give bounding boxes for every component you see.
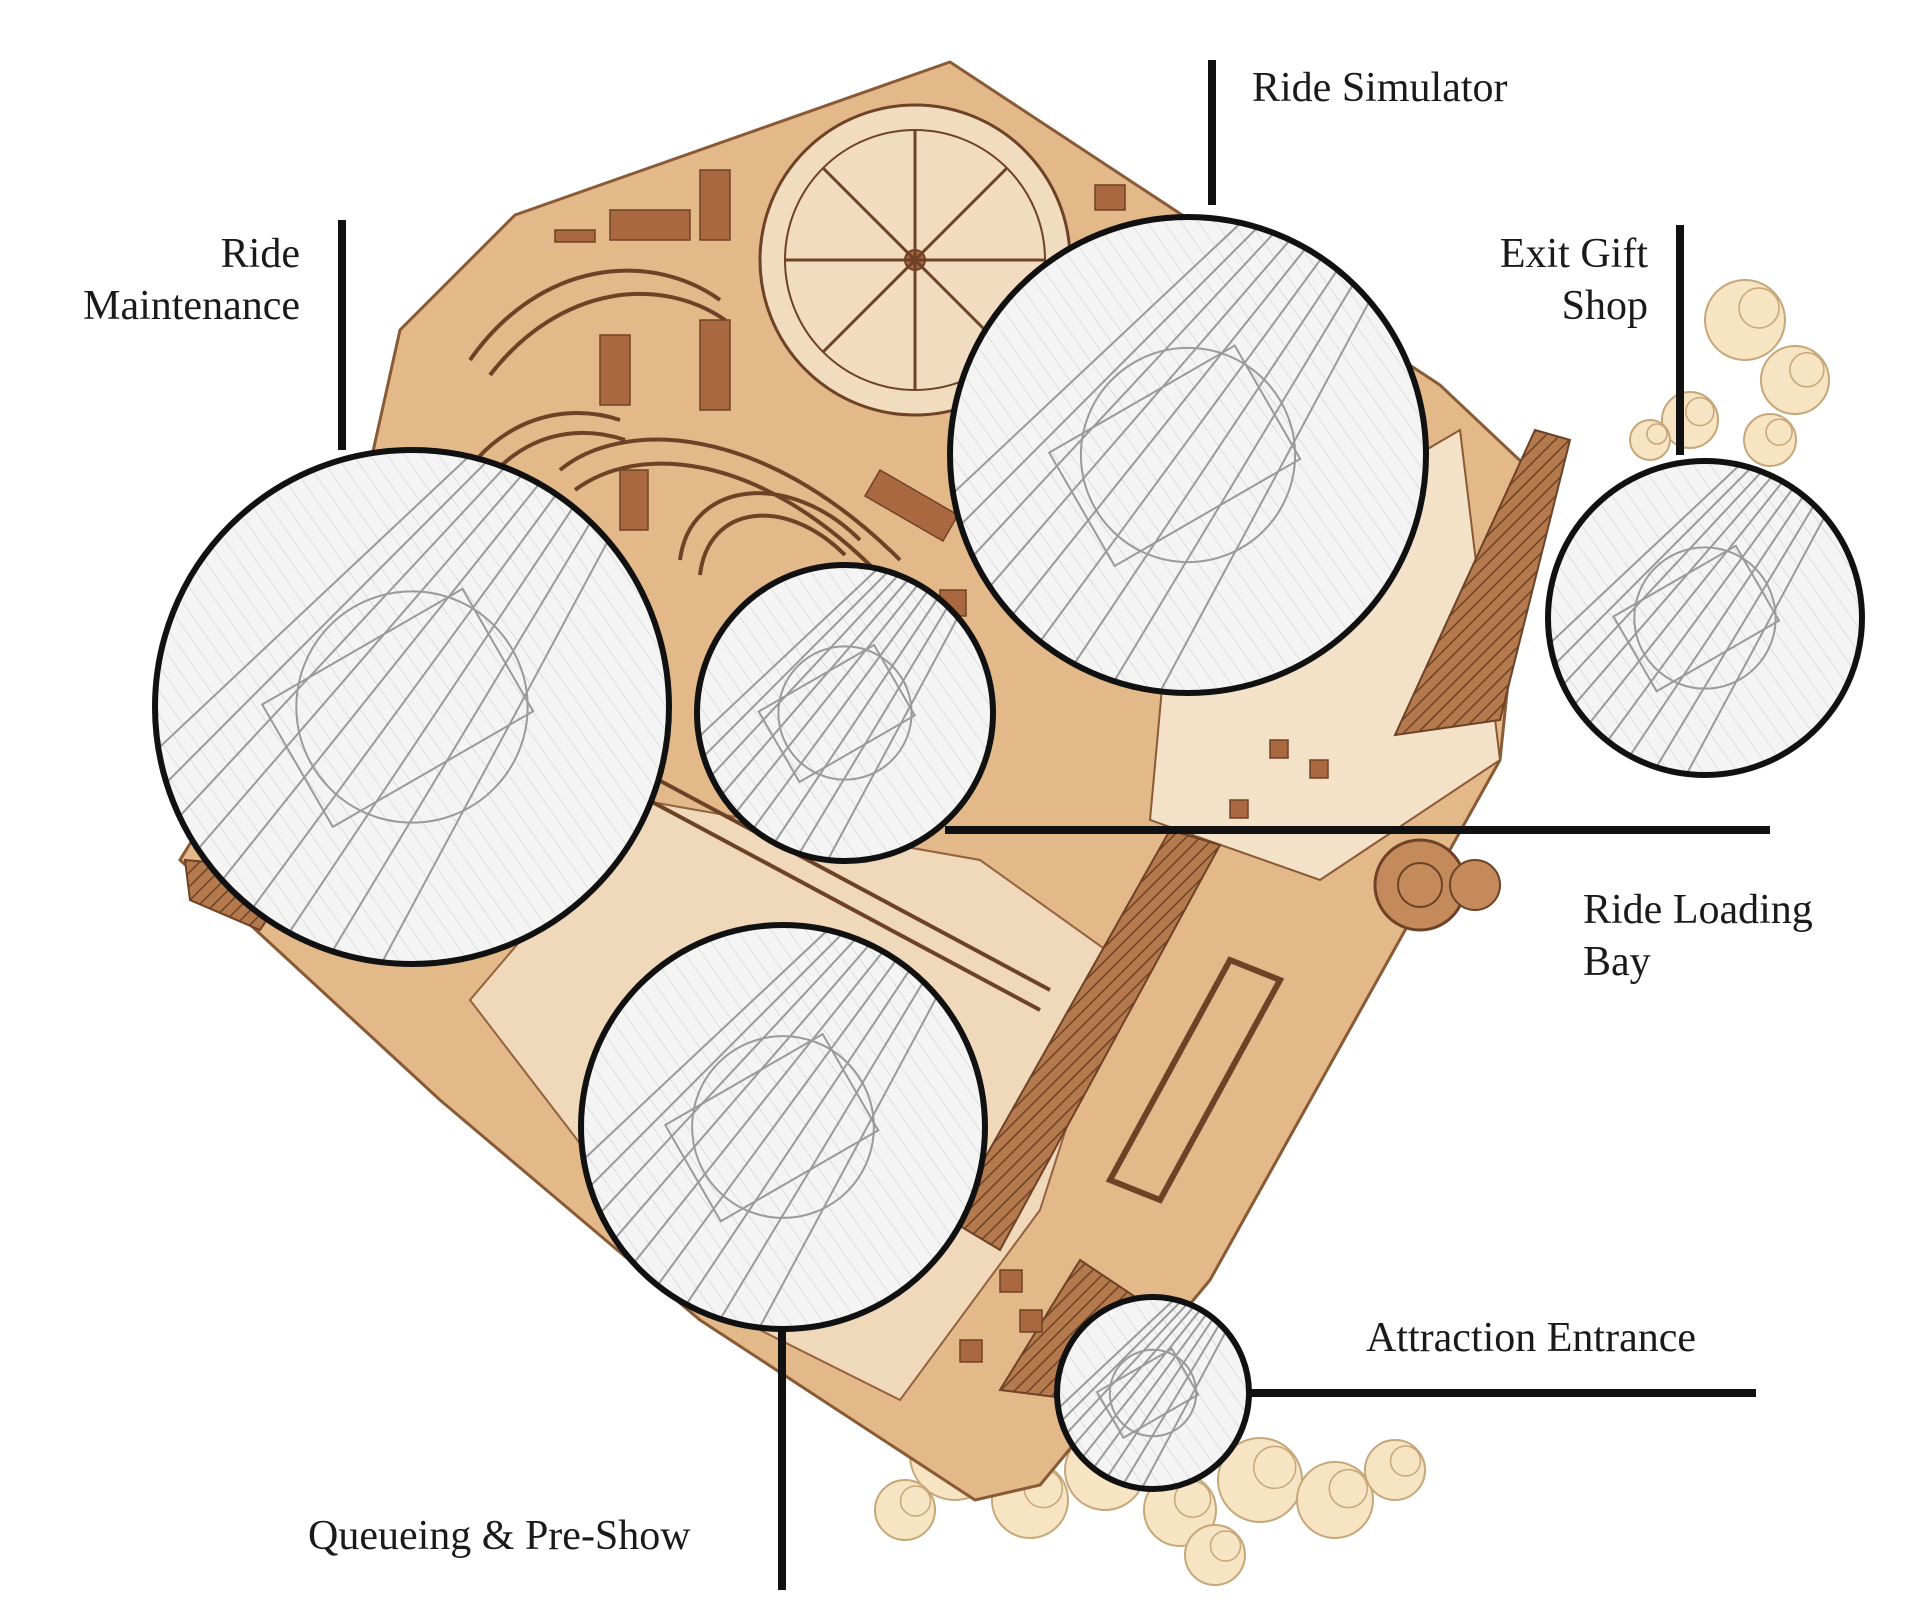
tree [1704,279,1786,361]
label-ride-simulator: Ride Simulator [1252,65,1508,111]
label-ride-loading-bay-line1: Ride Loading [1583,887,1813,933]
room-block [1269,739,1289,759]
room-block [1309,759,1329,779]
callout-lines [338,60,1770,1590]
callout-attraction-entrance [1054,1294,1252,1492]
callout-ride-loading-bay [694,562,996,864]
tree [874,1479,936,1541]
room-block [699,169,731,241]
tree [1296,1461,1374,1539]
label-attraction-entrance: Attraction Entrance [1366,1315,1697,1361]
room-block [863,468,959,543]
label-exit-gift-shop-line2: Shop [1561,283,1648,329]
room-block [599,334,631,406]
label-queueing-pre-show: Queueing & Pre-Show [308,1513,691,1559]
label-ride-loading-bay: Ride Loading Bay [1583,884,1813,988]
tree [1760,345,1830,415]
label-ride-maintenance: Ride Maintenance [40,228,300,332]
label-ride-loading-bay-line2: Bay [1583,939,1651,985]
label-exit-gift-shop: Exit Gift Shop [1400,228,1648,332]
room-block [959,1339,983,1363]
label-exit-gift-shop-line1: Exit Gift [1499,231,1648,277]
tree [1743,413,1797,467]
tree [1629,419,1671,461]
room-block [609,209,691,241]
room-block [1229,799,1249,819]
room-block [999,1269,1023,1293]
label-ride-maintenance-line2: Maintenance [83,283,300,329]
room-block [619,469,649,531]
room-block [1094,184,1126,211]
callout-circles [152,214,1865,1492]
callout-queueing-pre-show [578,922,988,1332]
ride-tracks [438,268,1051,1012]
callout-ride-simulator [947,214,1429,696]
room-block [554,229,596,243]
tree [1364,1439,1426,1501]
tree [1184,1524,1246,1586]
callout-exit-gift-shop [1545,458,1865,778]
room-block [699,319,731,411]
room-block [1019,1309,1043,1333]
callout-ride-maintenance [152,447,672,967]
label-ride-maintenance-line1: Ride [220,231,300,277]
